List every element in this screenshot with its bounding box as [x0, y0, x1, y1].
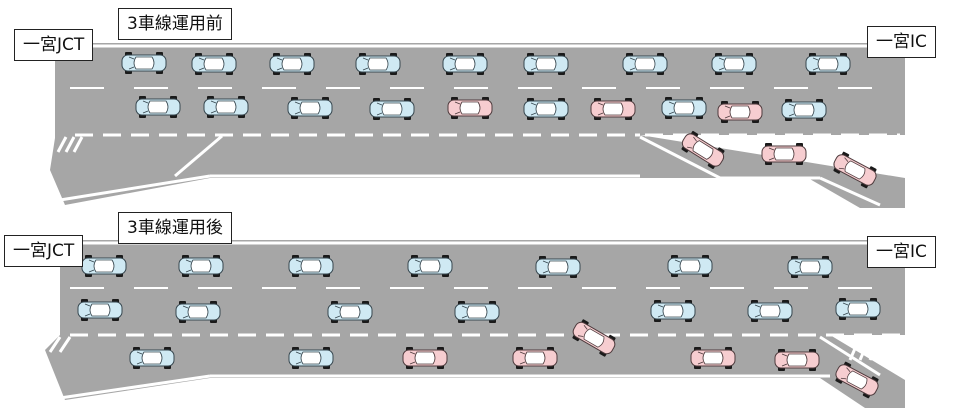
car-icon: [130, 347, 174, 369]
car-icon: [591, 98, 635, 120]
after-right-label: 一宮IC: [867, 236, 936, 268]
car-icon: [122, 52, 166, 74]
before-right-label: 一宮IC: [867, 26, 936, 58]
car-icon: [448, 97, 492, 119]
car-icon: [836, 298, 880, 320]
car-icon: [289, 347, 333, 369]
car-icon: [651, 300, 695, 322]
car-icon: [455, 301, 499, 323]
before-title: 3車線運用前: [118, 8, 232, 40]
car-icon: [762, 143, 806, 165]
car-icon: [289, 255, 333, 277]
road-after: [45, 240, 905, 408]
car-icon: [136, 96, 180, 118]
car-icon: [370, 98, 414, 120]
car-icon: [78, 299, 122, 321]
car-icon: [270, 53, 314, 75]
car-icon: [192, 53, 236, 75]
car-icon: [288, 97, 332, 119]
car-icon: [328, 301, 372, 323]
car-icon: [623, 53, 667, 75]
car-icon: [788, 256, 832, 278]
car-icon: [403, 347, 447, 369]
before-left-label: 一宮JCT: [14, 29, 94, 61]
car-icon: [179, 255, 223, 277]
car-icon: [82, 255, 126, 277]
car-icon: [536, 256, 580, 278]
car-icon: [668, 255, 712, 277]
car-icon: [662, 97, 706, 119]
car-icon: [748, 300, 792, 322]
car-icon: [718, 101, 762, 123]
car-icon: [356, 53, 400, 75]
car-icon: [782, 99, 826, 121]
car-icon: [204, 96, 248, 118]
car-icon: [176, 301, 220, 323]
car-icon: [443, 53, 487, 75]
car-icon: [524, 53, 568, 75]
after-left-label: 一宮JCT: [4, 235, 84, 267]
after-title: 3車線運用後: [118, 212, 232, 244]
car-icon: [408, 255, 452, 277]
car-icon: [712, 53, 756, 75]
car-icon: [691, 347, 735, 369]
car-icon: [775, 349, 819, 371]
car-icon: [513, 347, 557, 369]
car-icon: [806, 53, 850, 75]
car-icon: [524, 98, 568, 120]
